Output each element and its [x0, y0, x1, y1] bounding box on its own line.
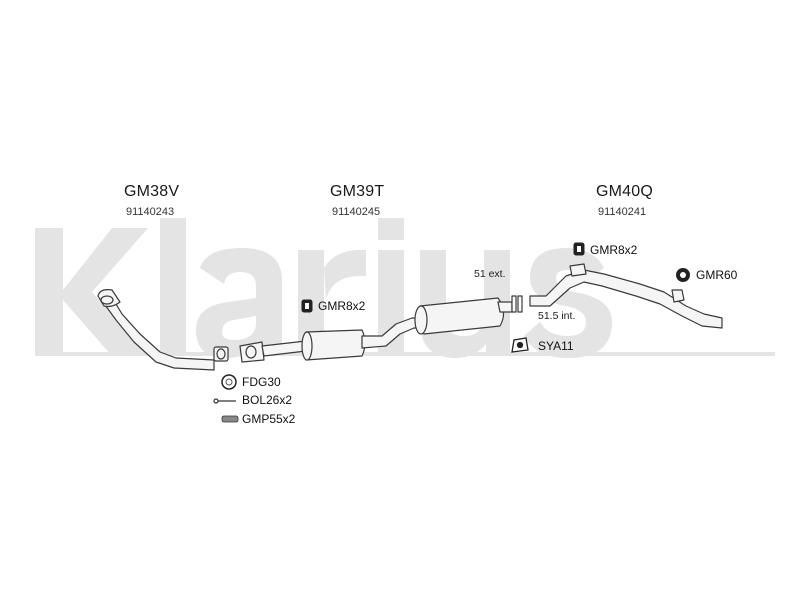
pipe-clamp [511, 295, 523, 313]
part-label-gmp55x2: GMP55x2 [242, 412, 296, 426]
dimension-label-int: 51.5 int. [538, 310, 576, 322]
part-label-bol26x2: BOL26x2 [242, 393, 293, 407]
gasket-icon [221, 374, 237, 390]
tail-pipe-gm40q [529, 263, 723, 329]
section-code-gm40q: GM40Q [596, 183, 654, 200]
section-code-gm38v: GM38V [124, 183, 180, 200]
mounting-bracket-icon [511, 337, 529, 353]
part-label-gmr60: GMR60 [696, 268, 738, 282]
fixing-piece-icon [221, 415, 239, 423]
section-number-gm39t: 91140245 [332, 206, 381, 218]
dimension-label-ext: 51 ext. [474, 268, 506, 280]
rubber-hanger-icon [301, 299, 313, 313]
front-pipe-gm38v [97, 289, 229, 371]
part-label-gmr8x2-middle: GMR8x2 [318, 299, 366, 313]
section-number-gm38v: 91140243 [126, 206, 175, 218]
rubber-hanger-icon [573, 242, 585, 256]
part-label-fdg30: FDG30 [242, 375, 281, 389]
rubber-ring-icon [676, 268, 690, 282]
part-label-sya11: SYA11 [538, 339, 574, 353]
section-number-gm40q: 91140241 [598, 206, 647, 218]
part-label-gmr8x2-rear: GMR8x2 [590, 243, 638, 257]
bolt-icon [213, 398, 236, 404]
middle-section-gm39t [239, 297, 513, 363]
section-code-gm39t: GM39T [330, 183, 385, 200]
